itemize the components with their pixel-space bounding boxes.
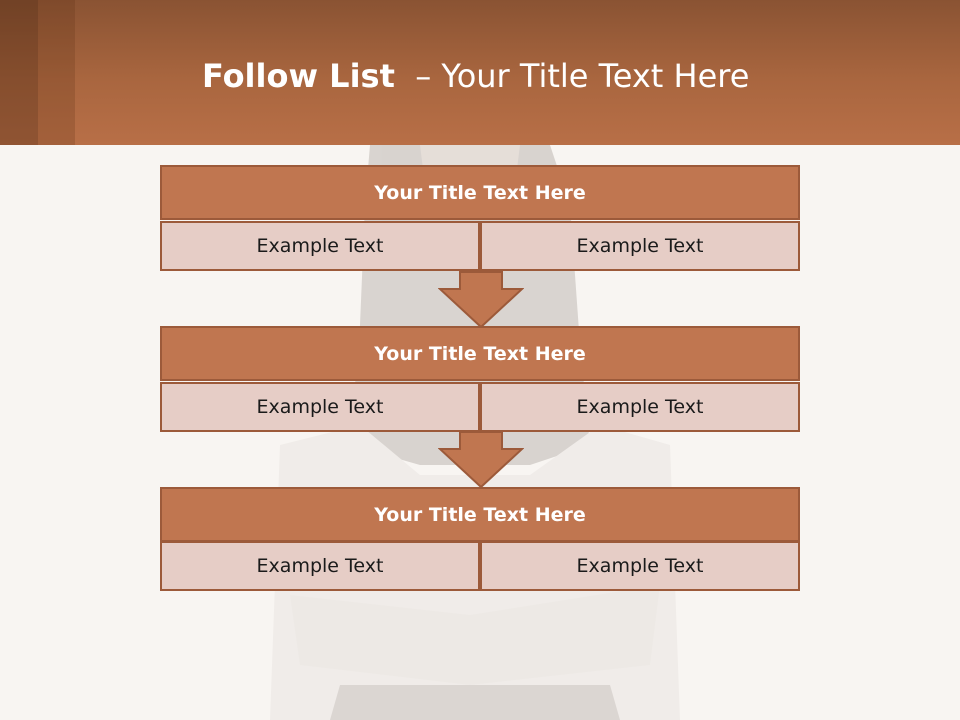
- step-3-left-cell: Example Text: [160, 541, 480, 591]
- step-2-left-cell: Example Text: [160, 382, 480, 432]
- step-2-right-cell: Example Text: [480, 382, 800, 432]
- slide-title: Follow List – Your Title Text Here: [202, 56, 749, 96]
- step-3-title: Your Title Text Here: [160, 487, 800, 542]
- step-3-right-cell: Example Text: [480, 541, 800, 591]
- down-arrow-icon: [438, 431, 524, 489]
- header-band: Follow List – Your Title Text Here: [0, 0, 960, 145]
- slide-title-bold: Follow List: [202, 57, 395, 95]
- step-1-left-cell: Example Text: [160, 221, 480, 271]
- step-2-title: Your Title Text Here: [160, 326, 800, 381]
- header-stripe: [38, 0, 75, 145]
- slide-title-rest: – Your Title Text Here: [415, 57, 750, 95]
- down-arrow-icon: [438, 271, 524, 329]
- step-1-right-cell: Example Text: [480, 221, 800, 271]
- header-stripe: [0, 0, 38, 145]
- step-1-title: Your Title Text Here: [160, 165, 800, 220]
